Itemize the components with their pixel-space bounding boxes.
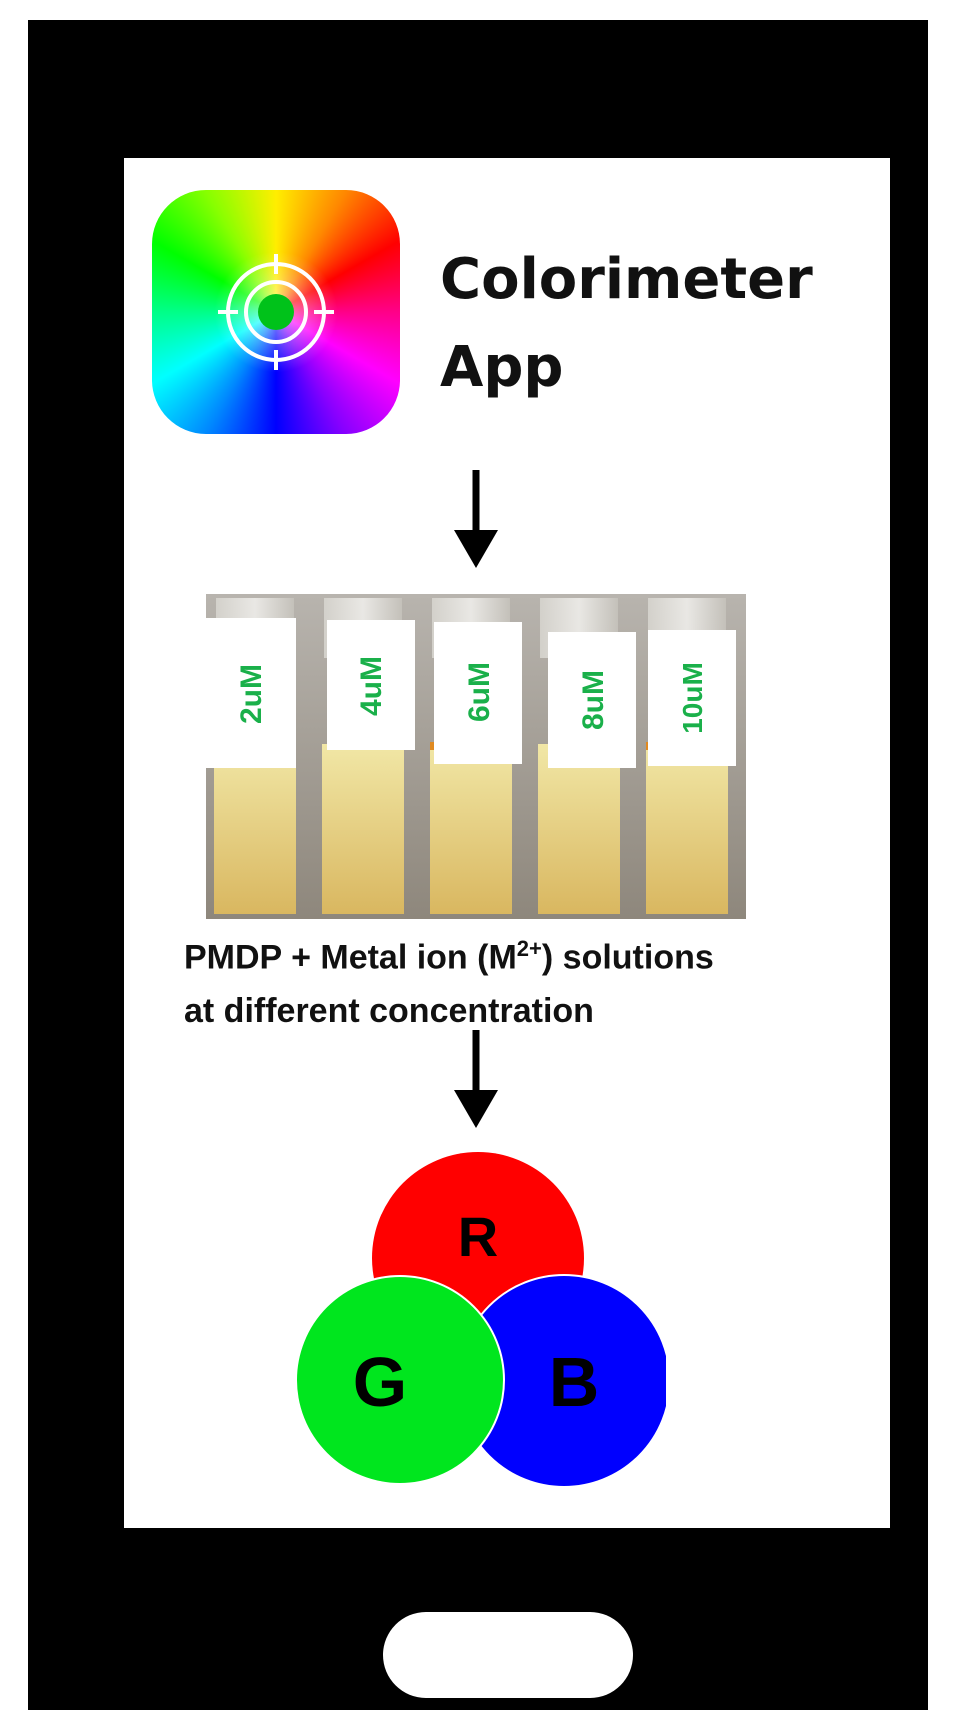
down-arrow-icon xyxy=(454,470,498,568)
vial-label-1: 2uM xyxy=(235,664,268,724)
app-title-line1: Colorimeter xyxy=(440,247,813,312)
caption-superscript: 2+ xyxy=(516,936,542,961)
caption-part2: ) solutions xyxy=(541,938,714,977)
color-wheel-target-icon xyxy=(152,190,400,434)
vial-label-card-3 xyxy=(434,622,522,764)
vial-label-3: 6uM xyxy=(463,662,496,722)
vial-label-card-5 xyxy=(648,630,736,766)
down-arrow-icon xyxy=(454,1030,498,1128)
blue-label: B xyxy=(549,1343,600,1421)
vial-label-4: 8uM xyxy=(577,670,610,730)
vial-label-5: 10uM xyxy=(677,662,708,734)
vial-5 xyxy=(646,598,728,914)
vial-label-card-4 xyxy=(548,632,636,768)
vial-4 xyxy=(538,598,620,914)
caption-line2: at different concentration xyxy=(184,992,594,1031)
colorimeter-app-icon[interactable] xyxy=(152,190,400,434)
vial-label-card-2 xyxy=(327,620,415,750)
vials-caption: PMDP + Metal ion (M2+) solutions at diff… xyxy=(184,922,864,1038)
red-label: R xyxy=(458,1205,498,1268)
green-label: G xyxy=(353,1343,407,1421)
vial-label-card-1 xyxy=(206,618,296,768)
app-title: Colorimeter App xyxy=(440,236,813,412)
vials-photo: 2uM 4uM 6uM 8uM 10uM xyxy=(206,594,746,919)
vial-label-2: 4uM xyxy=(355,656,388,716)
home-button[interactable] xyxy=(383,1612,633,1698)
rgb-diagram: R G B xyxy=(295,1148,671,1498)
green-circle xyxy=(295,1275,505,1485)
app-title-line2: App xyxy=(440,335,564,400)
caption-part1: PMDP + Metal ion (M xyxy=(184,938,517,977)
